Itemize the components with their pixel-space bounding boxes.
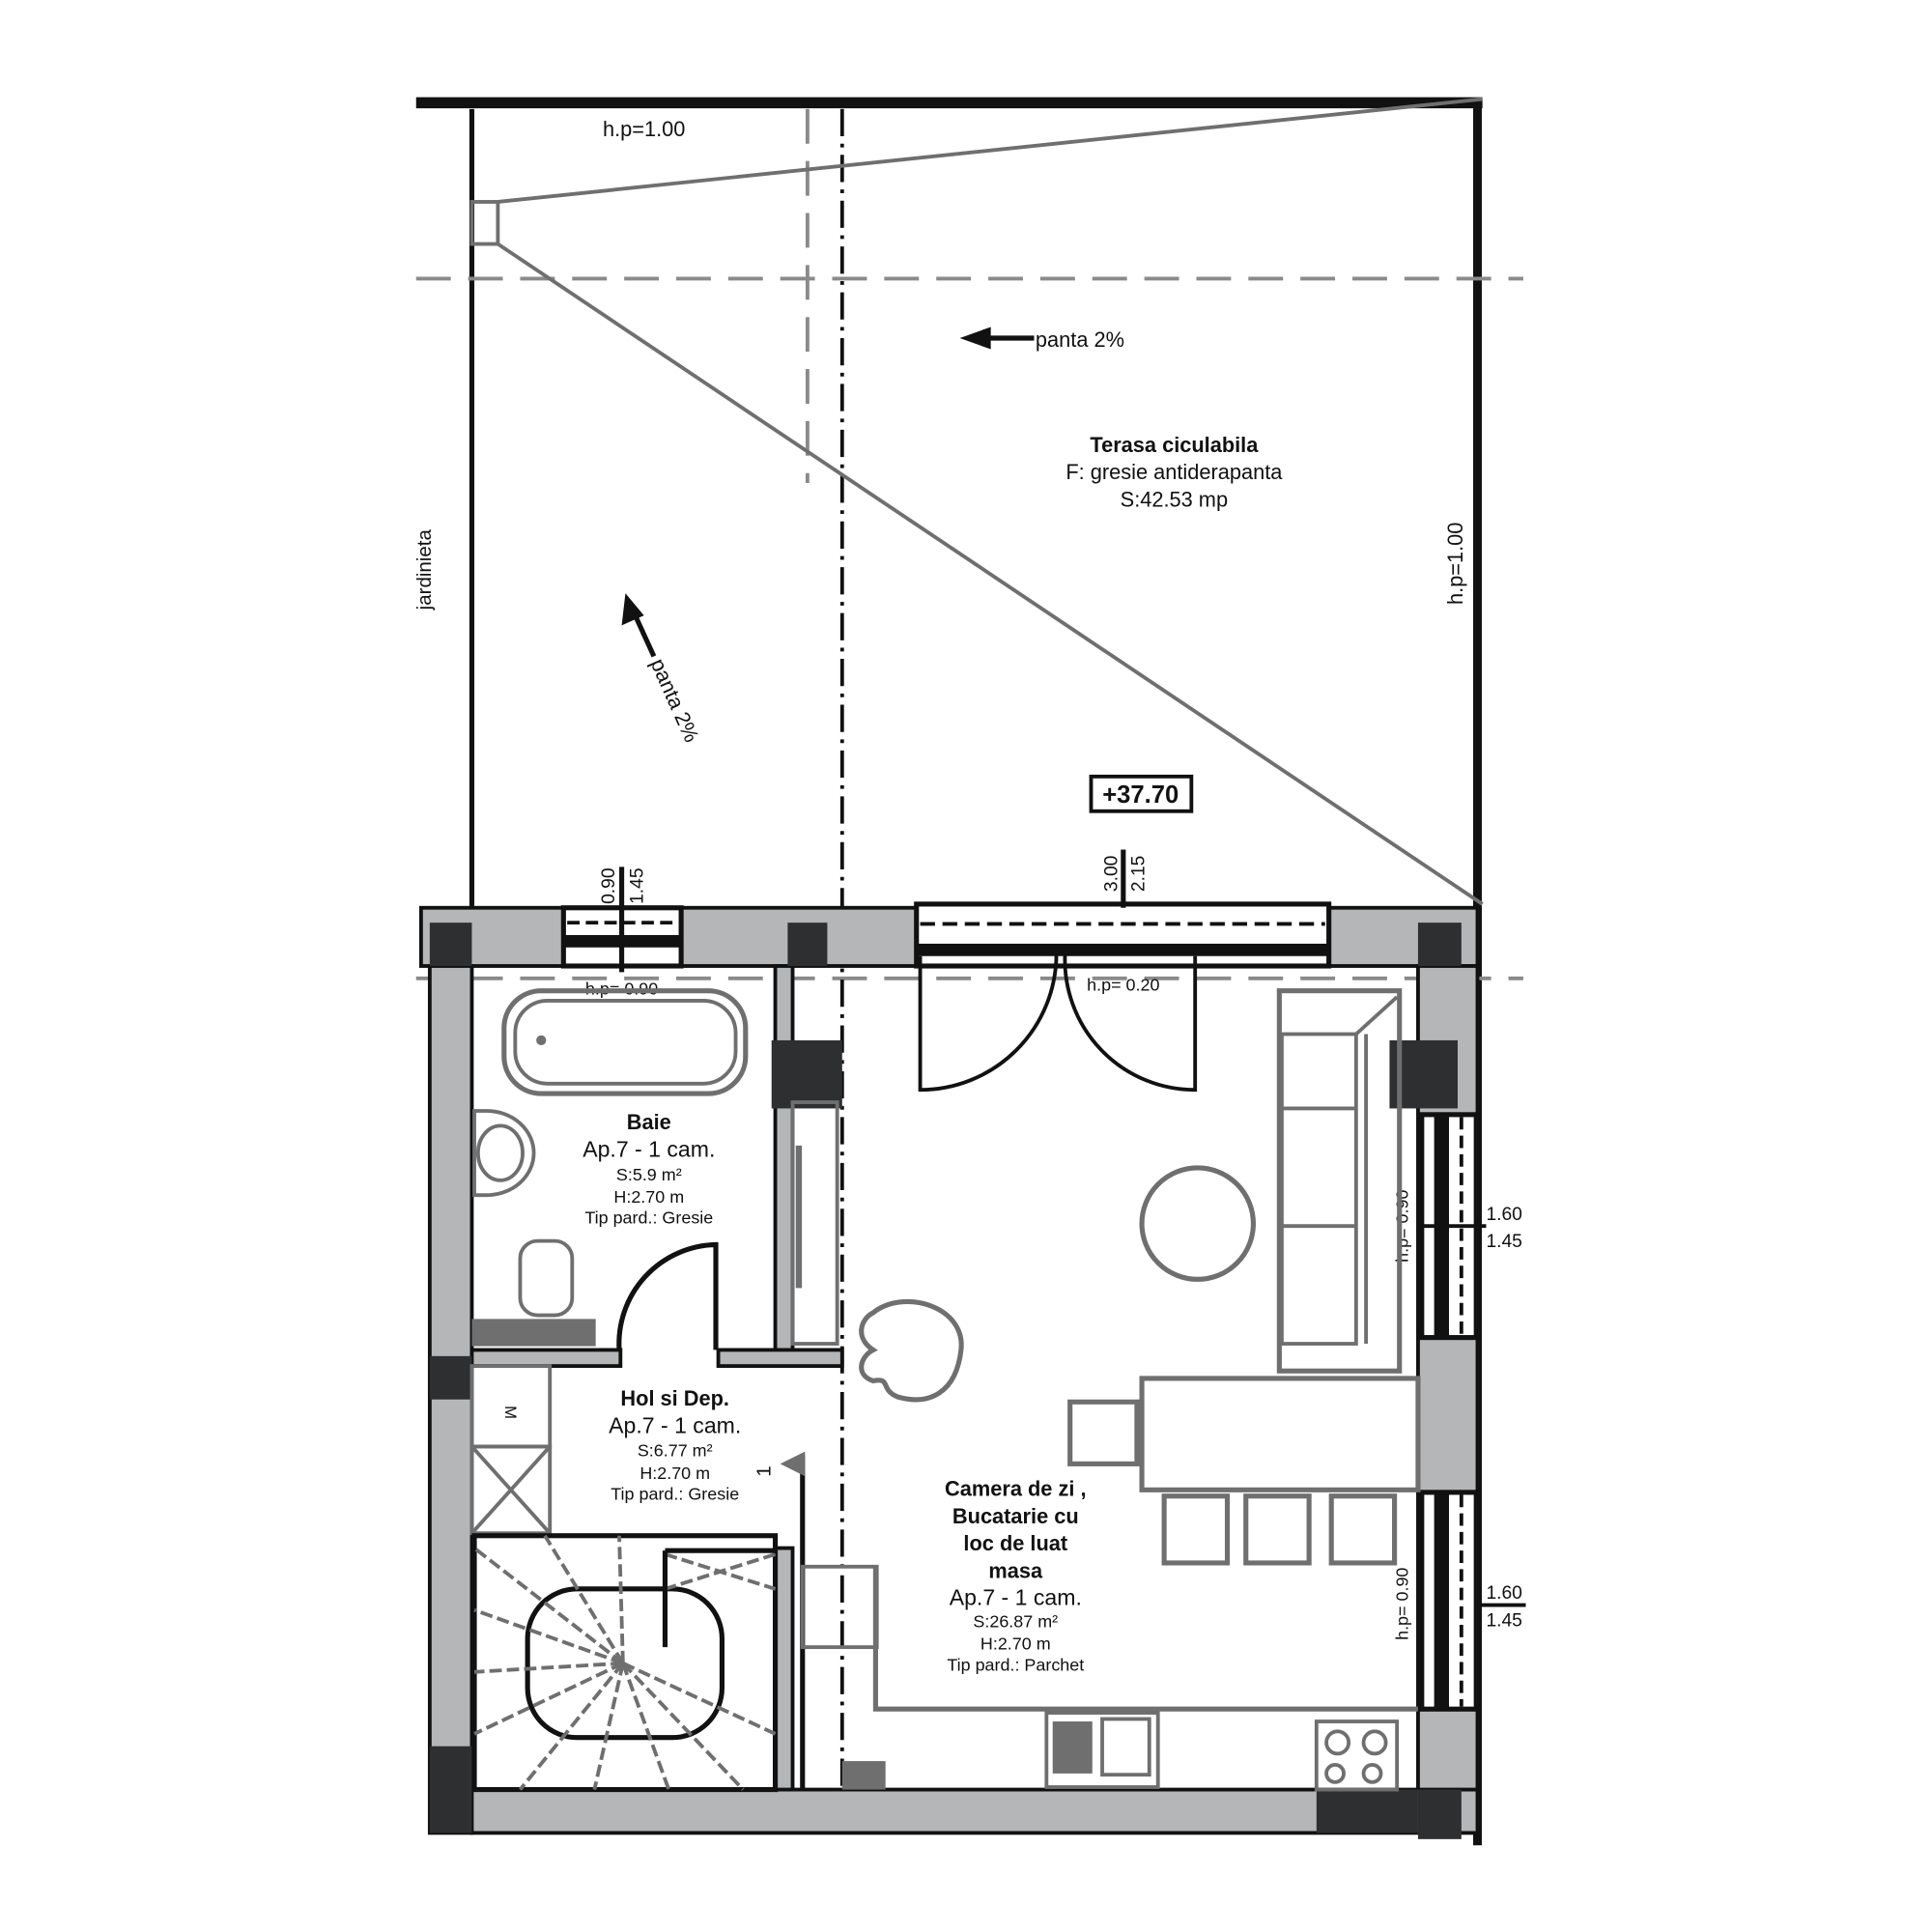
window-height-1: 0.90 [599, 867, 619, 903]
kitchen-counter [872, 1566, 1418, 1712]
room-height: H:2.70 m [639, 1463, 710, 1483]
toilet [518, 1238, 575, 1318]
drain [469, 200, 500, 246]
living-furniture [800, 988, 1421, 1792]
dining-table [1139, 1376, 1421, 1492]
column [1316, 1789, 1418, 1833]
kitchen-sink [1044, 1711, 1160, 1789]
door-sill-height: h.p= 0.20 [1087, 976, 1159, 995]
door-top: 3.00 2.15 h.p= 0.20 [914, 849, 1332, 1093]
room-name-baie: Baie [627, 1110, 671, 1134]
room-floor: Tip pard.: Parchet [947, 1655, 1084, 1674]
bathroom-fixtures [471, 988, 839, 1350]
room-name-camera: Camera de zi , [945, 1477, 1086, 1501]
terrace: h.p=1.00 h.p=1.00 jardinieta panta 2% pa… [413, 97, 1523, 1846]
slope-label-top: panta 2% [1036, 327, 1124, 352]
column [429, 1355, 472, 1400]
planter-label: jardinieta [413, 529, 436, 611]
room-area: S:26.87 m² [973, 1612, 1058, 1632]
terrace-area: S:42.53 mp [1121, 487, 1228, 511]
slope-arrow-top [959, 327, 1035, 350]
column [771, 1039, 842, 1109]
window-height-2: 1.45 [1486, 1610, 1521, 1631]
window-height-2: 1.45 [1486, 1232, 1521, 1252]
room-floor: Tip pard.: Gresie [611, 1485, 739, 1504]
section-marker-arrow-icon [780, 1451, 806, 1477]
arrow-up-icon [621, 593, 644, 626]
parapet-height-right: h.p=1.00 [1443, 523, 1467, 605]
room-area: S:6.77 m² [638, 1441, 713, 1461]
chair [1161, 1493, 1231, 1566]
terrace-finish: F: gresie antiderapanta [1065, 460, 1283, 484]
sofa [1276, 988, 1403, 1374]
room-name-camera: loc de luat [963, 1531, 1067, 1555]
room-name-camera: Bucatarie cu [952, 1504, 1079, 1528]
arrow-left-icon [959, 327, 991, 350]
room-name-hol: Hol si Dep. [620, 1386, 729, 1410]
window-height-1: 1.60 [1486, 1583, 1521, 1604]
room-area: S:5.9 m² [616, 1165, 682, 1184]
column [1417, 1789, 1462, 1839]
chair [1328, 1493, 1398, 1566]
cabinet [800, 1564, 879, 1650]
cooktop [1314, 1719, 1400, 1792]
column [429, 923, 472, 966]
hall-fixtures: M 1 [469, 1364, 806, 1793]
slope-line [497, 242, 1484, 906]
sink [472, 1109, 536, 1198]
level-badge [1089, 774, 1194, 813]
column [429, 1746, 472, 1833]
shaft [841, 1761, 886, 1790]
wardrobe [790, 1100, 839, 1346]
door-height-1: 3.00 [1101, 856, 1122, 892]
window-sill-height: h.p= 0.90 [1393, 1190, 1412, 1263]
level-label: +37.70 [1102, 781, 1179, 809]
plant [859, 1298, 964, 1403]
section-marker-label: 1 [753, 1465, 775, 1476]
window-height-1: 1.60 [1486, 1205, 1521, 1225]
chair [1067, 1399, 1140, 1466]
bathroom-door [616, 1241, 719, 1350]
shelf [471, 1319, 596, 1347]
room-floor: Tip pard.: Gresie [584, 1208, 713, 1228]
window-right-upper: 1.60 1.45 h.p= 0.90 [1393, 1112, 1522, 1341]
terrace-title: Terasa ciculabila [1090, 433, 1259, 457]
room-apt: Ap.7 - 1 cam. [582, 1136, 715, 1161]
chair [1243, 1493, 1312, 1566]
room-apt: Ap.7 - 1 cam. [950, 1585, 1082, 1610]
slope-arrow-left [621, 593, 657, 658]
door-leaf-left [918, 953, 1059, 1093]
column [1417, 923, 1462, 966]
room-apt: Ap.7 - 1 cam. [609, 1412, 741, 1437]
parapet-height-top: h.p=1.00 [603, 117, 685, 141]
column [787, 923, 828, 966]
window-right-lower: 1.60 1.45 h.p= 0.90 [1393, 1490, 1526, 1712]
window-sill-height: h.p= 0.90 [1393, 1568, 1412, 1640]
window-top-left: 0.90 1.45 h.p= 0.90 [560, 867, 684, 998]
slope-line [497, 97, 1483, 204]
door-height-2: 2.15 [1129, 856, 1150, 892]
bathtub [501, 988, 749, 1096]
room-height: H:2.70 m [980, 1634, 1051, 1654]
room-name-camera: masa [988, 1558, 1043, 1582]
room-height: H:2.70 m [613, 1187, 684, 1207]
window-height-2: 1.45 [627, 867, 647, 903]
staircase [471, 1533, 779, 1793]
coffee-table [1139, 1165, 1256, 1282]
door-leaf-right [1063, 953, 1198, 1093]
slope-label-left: panta 2% [646, 655, 704, 746]
wardrobe-mark: M [501, 1406, 520, 1419]
